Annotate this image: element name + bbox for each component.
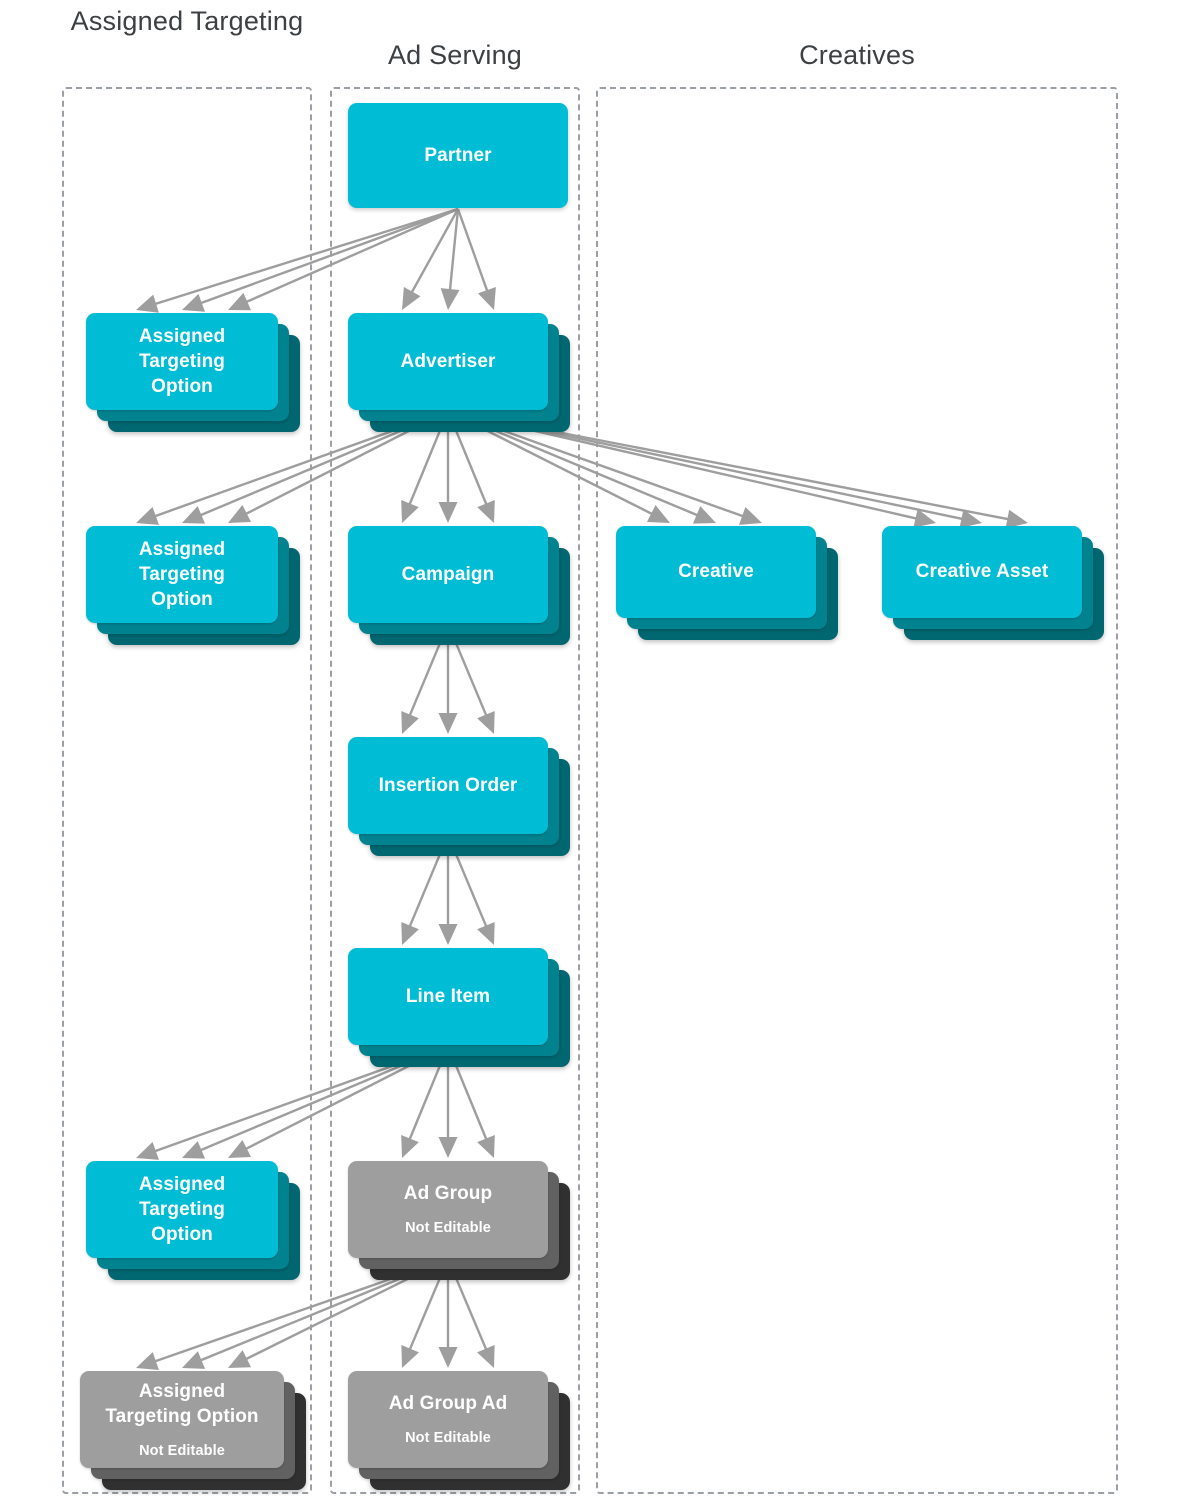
node-ad-group-ad[interactable]: Ad Group Ad Not Editable [348,1371,570,1490]
node-subtitle-badge: Not Editable [405,1220,491,1237]
node-card-advertiser[interactable]: Advertiser [348,313,548,410]
node-card-creative[interactable]: Creative [616,526,816,618]
column-box-ad-serving [330,87,580,1494]
node-subtitle-badge: Not Editable [405,1430,491,1447]
column-header-assigned-targeting: Assigned Targeting [70,6,304,36]
node-insertion-order[interactable]: Insertion Order [348,737,570,856]
node-title: Line Item [405,985,491,1007]
column-header-ad-serving: Ad Serving [387,40,523,70]
node-advertiser[interactable]: Advertiser [348,313,570,432]
node-creative[interactable]: Creative [616,526,838,640]
column-box-creatives [596,87,1118,1494]
node-subtitle-badge: Not Editable [139,1442,225,1459]
node-title: Campaign [401,563,495,585]
node-card-campaign[interactable]: Campaign [348,526,548,623]
node-card-insertion-order[interactable]: Insertion Order [348,737,548,834]
node-creative-asset[interactable]: Creative Asset [882,526,1104,640]
node-title: Creative [678,561,754,583]
node-card-ad-group-ad[interactable]: Ad Group Ad Not Editable [348,1371,548,1468]
node-title: Advertiser [400,350,496,372]
node-partner[interactable]: Partner [348,103,590,230]
column-box-assigned-targeting [62,87,312,1494]
node-card-partner[interactable]: Partner [348,103,568,208]
node-title: Ad Group Ad [388,1393,508,1415]
node-title: Partner [424,144,492,166]
node-card-line-item[interactable]: Line Item [348,948,548,1045]
node-title: Creative Asset [915,561,1049,583]
node-title: Insertion Order [378,774,518,796]
column-header-creatives: Creatives [799,40,915,70]
node-campaign[interactable]: Campaign [348,526,570,645]
node-title: Ad Group [403,1183,493,1205]
node-line-item[interactable]: Line Item [348,948,570,1067]
node-card-creative-asset[interactable]: Creative Asset [882,526,1082,618]
